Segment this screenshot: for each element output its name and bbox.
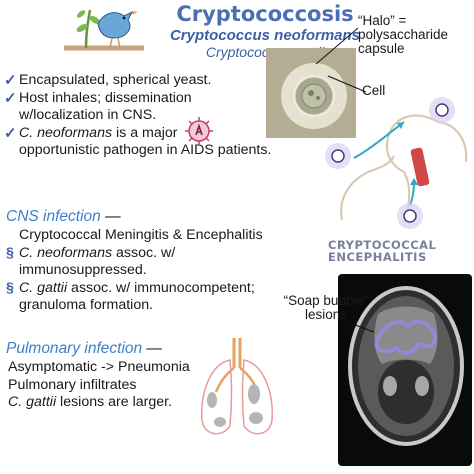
bullet-continuation: opportunistic pathogen in AIDS patients. [19, 142, 272, 158]
india-ink-micrograph [266, 48, 356, 138]
bullet-text: Host inhales; dissemination [19, 89, 192, 106]
bullet-list: ✓ Encapsulated, spherical yeast. ✓ Host … [4, 72, 304, 160]
dissemination-diagram [325, 97, 468, 229]
pulmonary-line: Pulmonary infiltrates [8, 376, 137, 393]
mri-scan [338, 274, 472, 466]
species-neoformans: Cryptococcus neoformans [169, 27, 361, 44]
cns-line: § C. gattii assoc. w/ immunocompetent; [6, 279, 255, 296]
page-title: Cryptococcosis [176, 2, 354, 26]
bullet-continuation: w/localization in CNS. [19, 107, 157, 123]
species-name: C. neoformans [19, 124, 113, 141]
cns-details: Cryptococcal Meningitis & Encephalitis §… [6, 227, 306, 315]
pulmonary-line: Asymptomatic -> Pneumonia [8, 359, 190, 375]
cns-line: granuloma formation. [19, 297, 154, 313]
pulmonary-details: Asymptomatic -> Pneumonia Pulmonary infi… [8, 359, 198, 412]
cell-label: Cell [362, 83, 386, 98]
check-icon: ✓ [4, 72, 17, 89]
bullet-text: is a major [112, 124, 178, 141]
cns-heading: CNS infection — [6, 208, 121, 225]
check-icon: ✓ [4, 124, 17, 142]
pigeon-illustration [64, 9, 144, 51]
pulmonary-heading: Pulmonary infection — [6, 340, 162, 357]
soap-bubble-pointer [341, 319, 375, 333]
cns-line: Cryptococcal Meningitis & Encephalitis [19, 227, 263, 243]
lungs-illustration [201, 338, 273, 435]
pulmonary-line: C. gattii lesions are larger. [8, 394, 173, 410]
label-pointers [315, 27, 367, 93]
bullet-item: ✓ Encapsulated, spherical yeast. [4, 72, 304, 90]
virus-icon [185, 117, 213, 145]
bullet-item: ✓ Host inhales; dissemination [4, 90, 304, 108]
cns-line: § C. neoformans assoc. w/ immunosuppress… [6, 244, 176, 279]
check-icon: ✓ [4, 89, 17, 107]
bullet-text: Encapsulated, spherical yeast. [19, 72, 212, 88]
halo-label: “Halo” = polysaccharide capsule [358, 13, 449, 56]
bracket-icon: § [6, 279, 14, 296]
soap-bubble-label: “Soap bubble” lesions [283, 293, 369, 322]
bullet-item: ✓ C. neoformans is a major [4, 125, 304, 143]
brain-mri-graphic [348, 286, 464, 446]
encephalitis-label: CRYPTOCOCCAL ENCEPHALITIS [328, 238, 437, 264]
bracket-icon: § [6, 244, 14, 261]
